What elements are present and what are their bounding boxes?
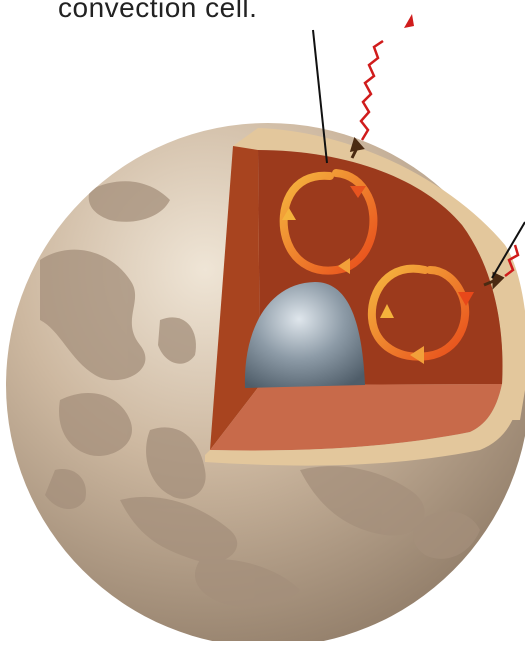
convection-cell-label: convection cell. [58,0,257,24]
heat-wave-upper [361,41,383,140]
heat-wave-upper-tip [404,14,414,28]
